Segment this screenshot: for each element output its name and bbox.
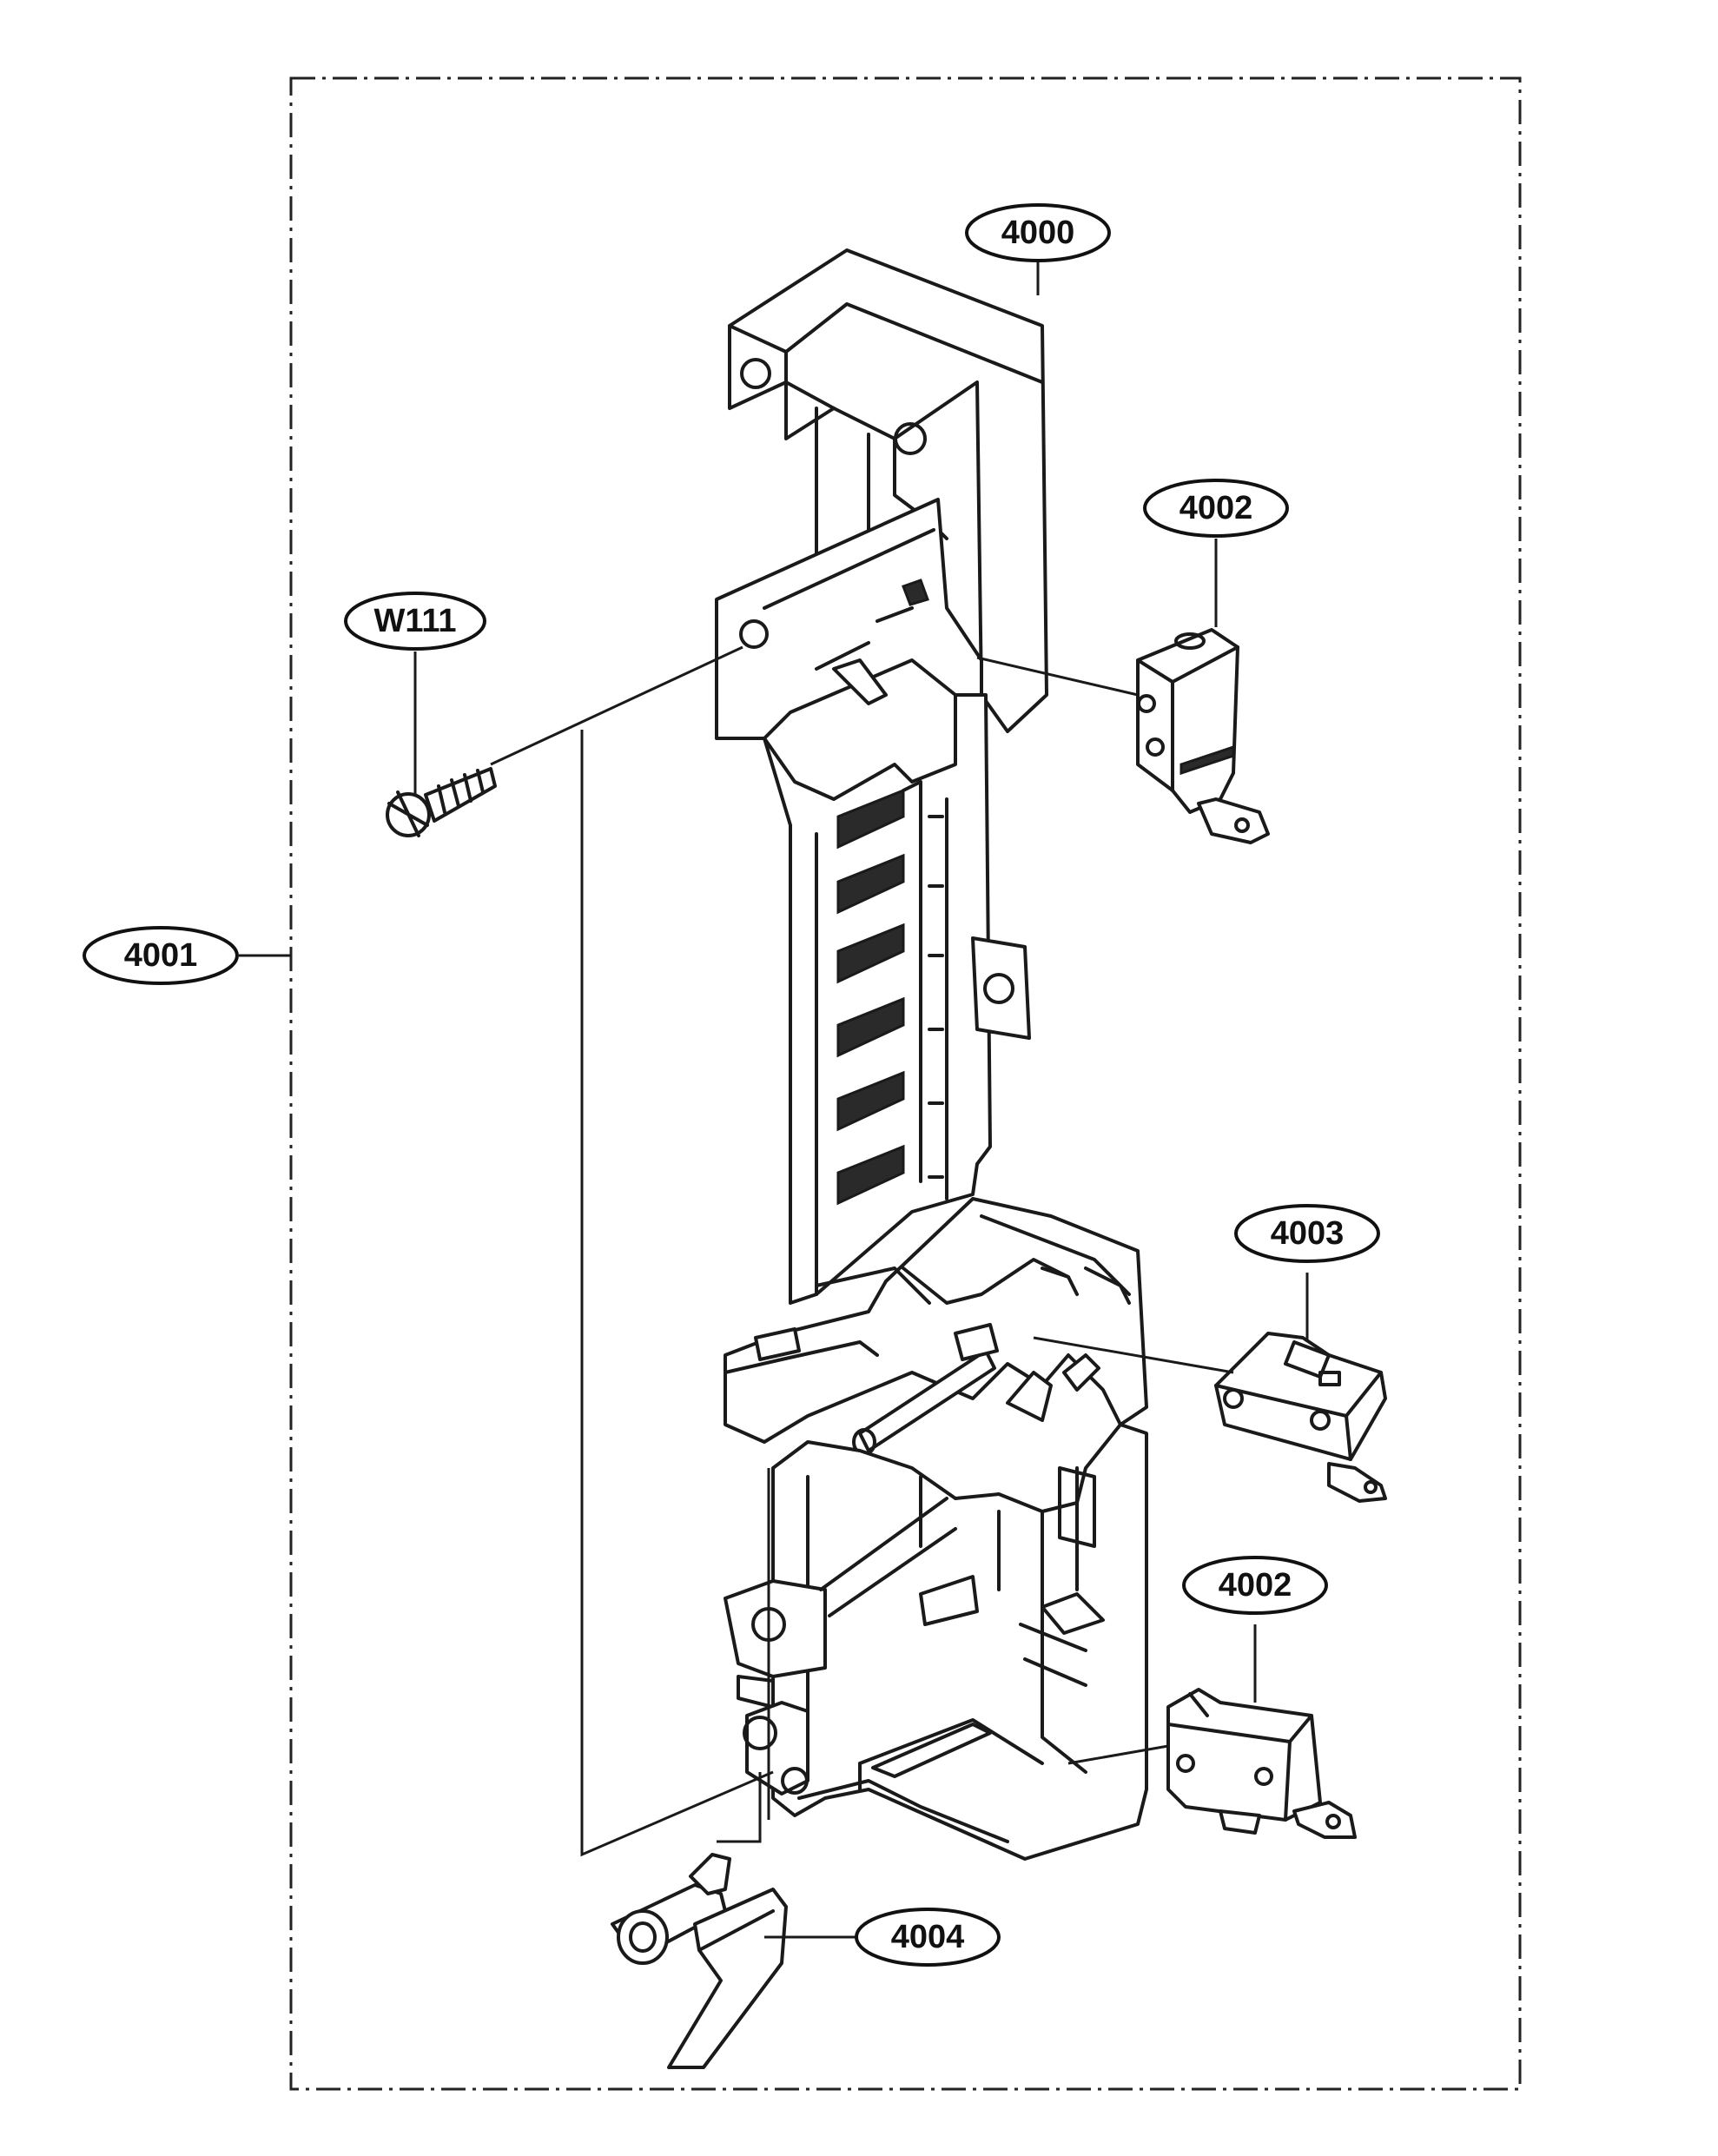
callout-label: 4004 xyxy=(891,1919,965,1955)
latch-board-4000 xyxy=(715,248,1148,1861)
switch-4002-lower xyxy=(1166,1688,1357,1839)
callout-label: 4001 xyxy=(124,937,198,974)
leader-lines xyxy=(239,256,1309,1939)
assembly-frame xyxy=(289,76,1522,2091)
callout-label: 4003 xyxy=(1271,1215,1345,1252)
callout-label: 4002 xyxy=(1179,490,1253,526)
callout-label: 4000 xyxy=(1001,215,1075,251)
callout-4002-lower: 4002 xyxy=(1182,1556,1328,1615)
screw-w111 xyxy=(386,767,497,837)
callout-label: 4002 xyxy=(1219,1567,1292,1604)
switch-4002-upper xyxy=(1136,628,1270,844)
callout-w111: W111 xyxy=(344,592,486,651)
callout-label: W111 xyxy=(373,603,456,639)
callout-4004: 4004 xyxy=(855,1908,1001,1967)
switch-4003 xyxy=(1214,1332,1387,1503)
lever-4004 xyxy=(611,1853,788,2069)
callout-4003: 4003 xyxy=(1234,1204,1380,1263)
callout-4001: 4001 xyxy=(83,926,239,985)
callout-4002-upper: 4002 xyxy=(1143,479,1289,538)
callout-4000: 4000 xyxy=(965,203,1111,262)
